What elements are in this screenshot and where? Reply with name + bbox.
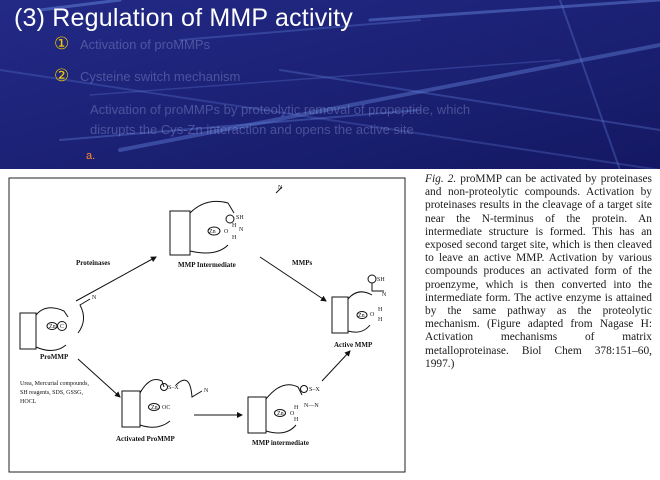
faded-line-2: disrupts the Cys-Zn interaction and open… xyxy=(90,122,414,137)
compounds-line-2: SH reagents, SDS, GSSG, xyxy=(20,390,84,396)
sub-label: a. xyxy=(86,150,96,162)
bullet-marker-1: ① xyxy=(54,34,70,54)
bottom-intermediate-sx: S–X xyxy=(309,387,320,393)
prommp-label: ProMMP xyxy=(40,353,69,361)
figure-caption: Fig. 2. proMMP can be activated by prote… xyxy=(425,173,652,371)
slide-title: (3) Regulation of MMP activity xyxy=(14,4,353,32)
compounds-line-3: HOCL xyxy=(20,399,37,405)
bullet-text-2: Cysteine switch mechanism xyxy=(80,69,241,84)
mmp-intermediate-top-structure xyxy=(169,186,283,256)
active-mmp-structure xyxy=(331,274,384,334)
top-intermediate-n-tail: N xyxy=(278,185,283,191)
caption-text: proMMP can be activated by proteinases a… xyxy=(425,173,652,370)
active-mmp-o: O xyxy=(370,312,375,318)
bullet-marker-2: ② xyxy=(54,66,70,86)
faded-line-1: Activation of proMMPs by proteolytic rem… xyxy=(90,102,471,117)
pathway-arrows xyxy=(75,256,351,418)
top-intermediate-h1: H xyxy=(232,223,237,229)
prommp-n: N xyxy=(92,295,97,301)
mmp-intermediate-bottom-structure xyxy=(247,384,308,434)
active-mmp-zn: Zn xyxy=(358,313,365,319)
active-mmp-h1: H xyxy=(378,307,383,313)
activated-prommp-label: Activated ProMMP xyxy=(116,435,175,443)
compounds-line-1: Urea, Mercurial compounds, xyxy=(20,381,89,387)
active-mmp-n: N xyxy=(382,292,387,298)
activated-prommp-sx: S–X xyxy=(168,385,179,391)
active-mmp-label: Active MMP xyxy=(334,341,373,349)
active-mmp-sh: SH xyxy=(377,277,385,283)
bottom-intermediate-h1: H xyxy=(294,405,299,411)
bullet-text-1: Activation of proMMPs xyxy=(80,37,211,52)
top-intermediate-o: O xyxy=(224,229,229,235)
prommp-structure xyxy=(19,298,91,351)
activated-prommp-structure xyxy=(121,379,203,428)
bottom-intermediate-o: O xyxy=(290,411,295,417)
bottom-intermediate-h2: H xyxy=(294,417,299,423)
top-intermediate-n: N xyxy=(239,227,244,233)
top-intermediate-sh: SH xyxy=(236,215,244,221)
top-intermediate-zn: Zn xyxy=(209,229,216,235)
activated-prommp-n: N xyxy=(204,388,209,394)
background-streaks xyxy=(0,0,660,170)
mmp-intermediate-bottom-label: MMP intermediate xyxy=(252,439,309,447)
prommp-c: C xyxy=(60,324,64,330)
activated-prommp-oc: OC xyxy=(162,405,170,411)
mmp-intermediate-top-label: MMP Intermediate xyxy=(178,261,236,269)
prommp-zn: Zn xyxy=(49,324,56,330)
bottom-intermediate-zn: Zn xyxy=(277,411,284,417)
proteinases-label: Proteinases xyxy=(76,259,110,267)
mmps-label: MMPs xyxy=(292,259,312,267)
activation-diagram: Zn C N ProMMP Zn SH O H H N N MMP Interm… xyxy=(8,177,406,473)
figure-panel: Zn C N ProMMP Zn SH O H H N N MMP Interm… xyxy=(0,169,660,480)
bottom-intermediate-nn: N—N xyxy=(304,403,319,409)
activated-prommp-zn: Zn xyxy=(151,405,158,411)
caption-fig-label: Fig. 2. xyxy=(425,173,457,185)
top-intermediate-h2: H xyxy=(232,235,237,241)
active-mmp-h2: H xyxy=(378,317,383,323)
diagram-frame xyxy=(8,177,406,473)
